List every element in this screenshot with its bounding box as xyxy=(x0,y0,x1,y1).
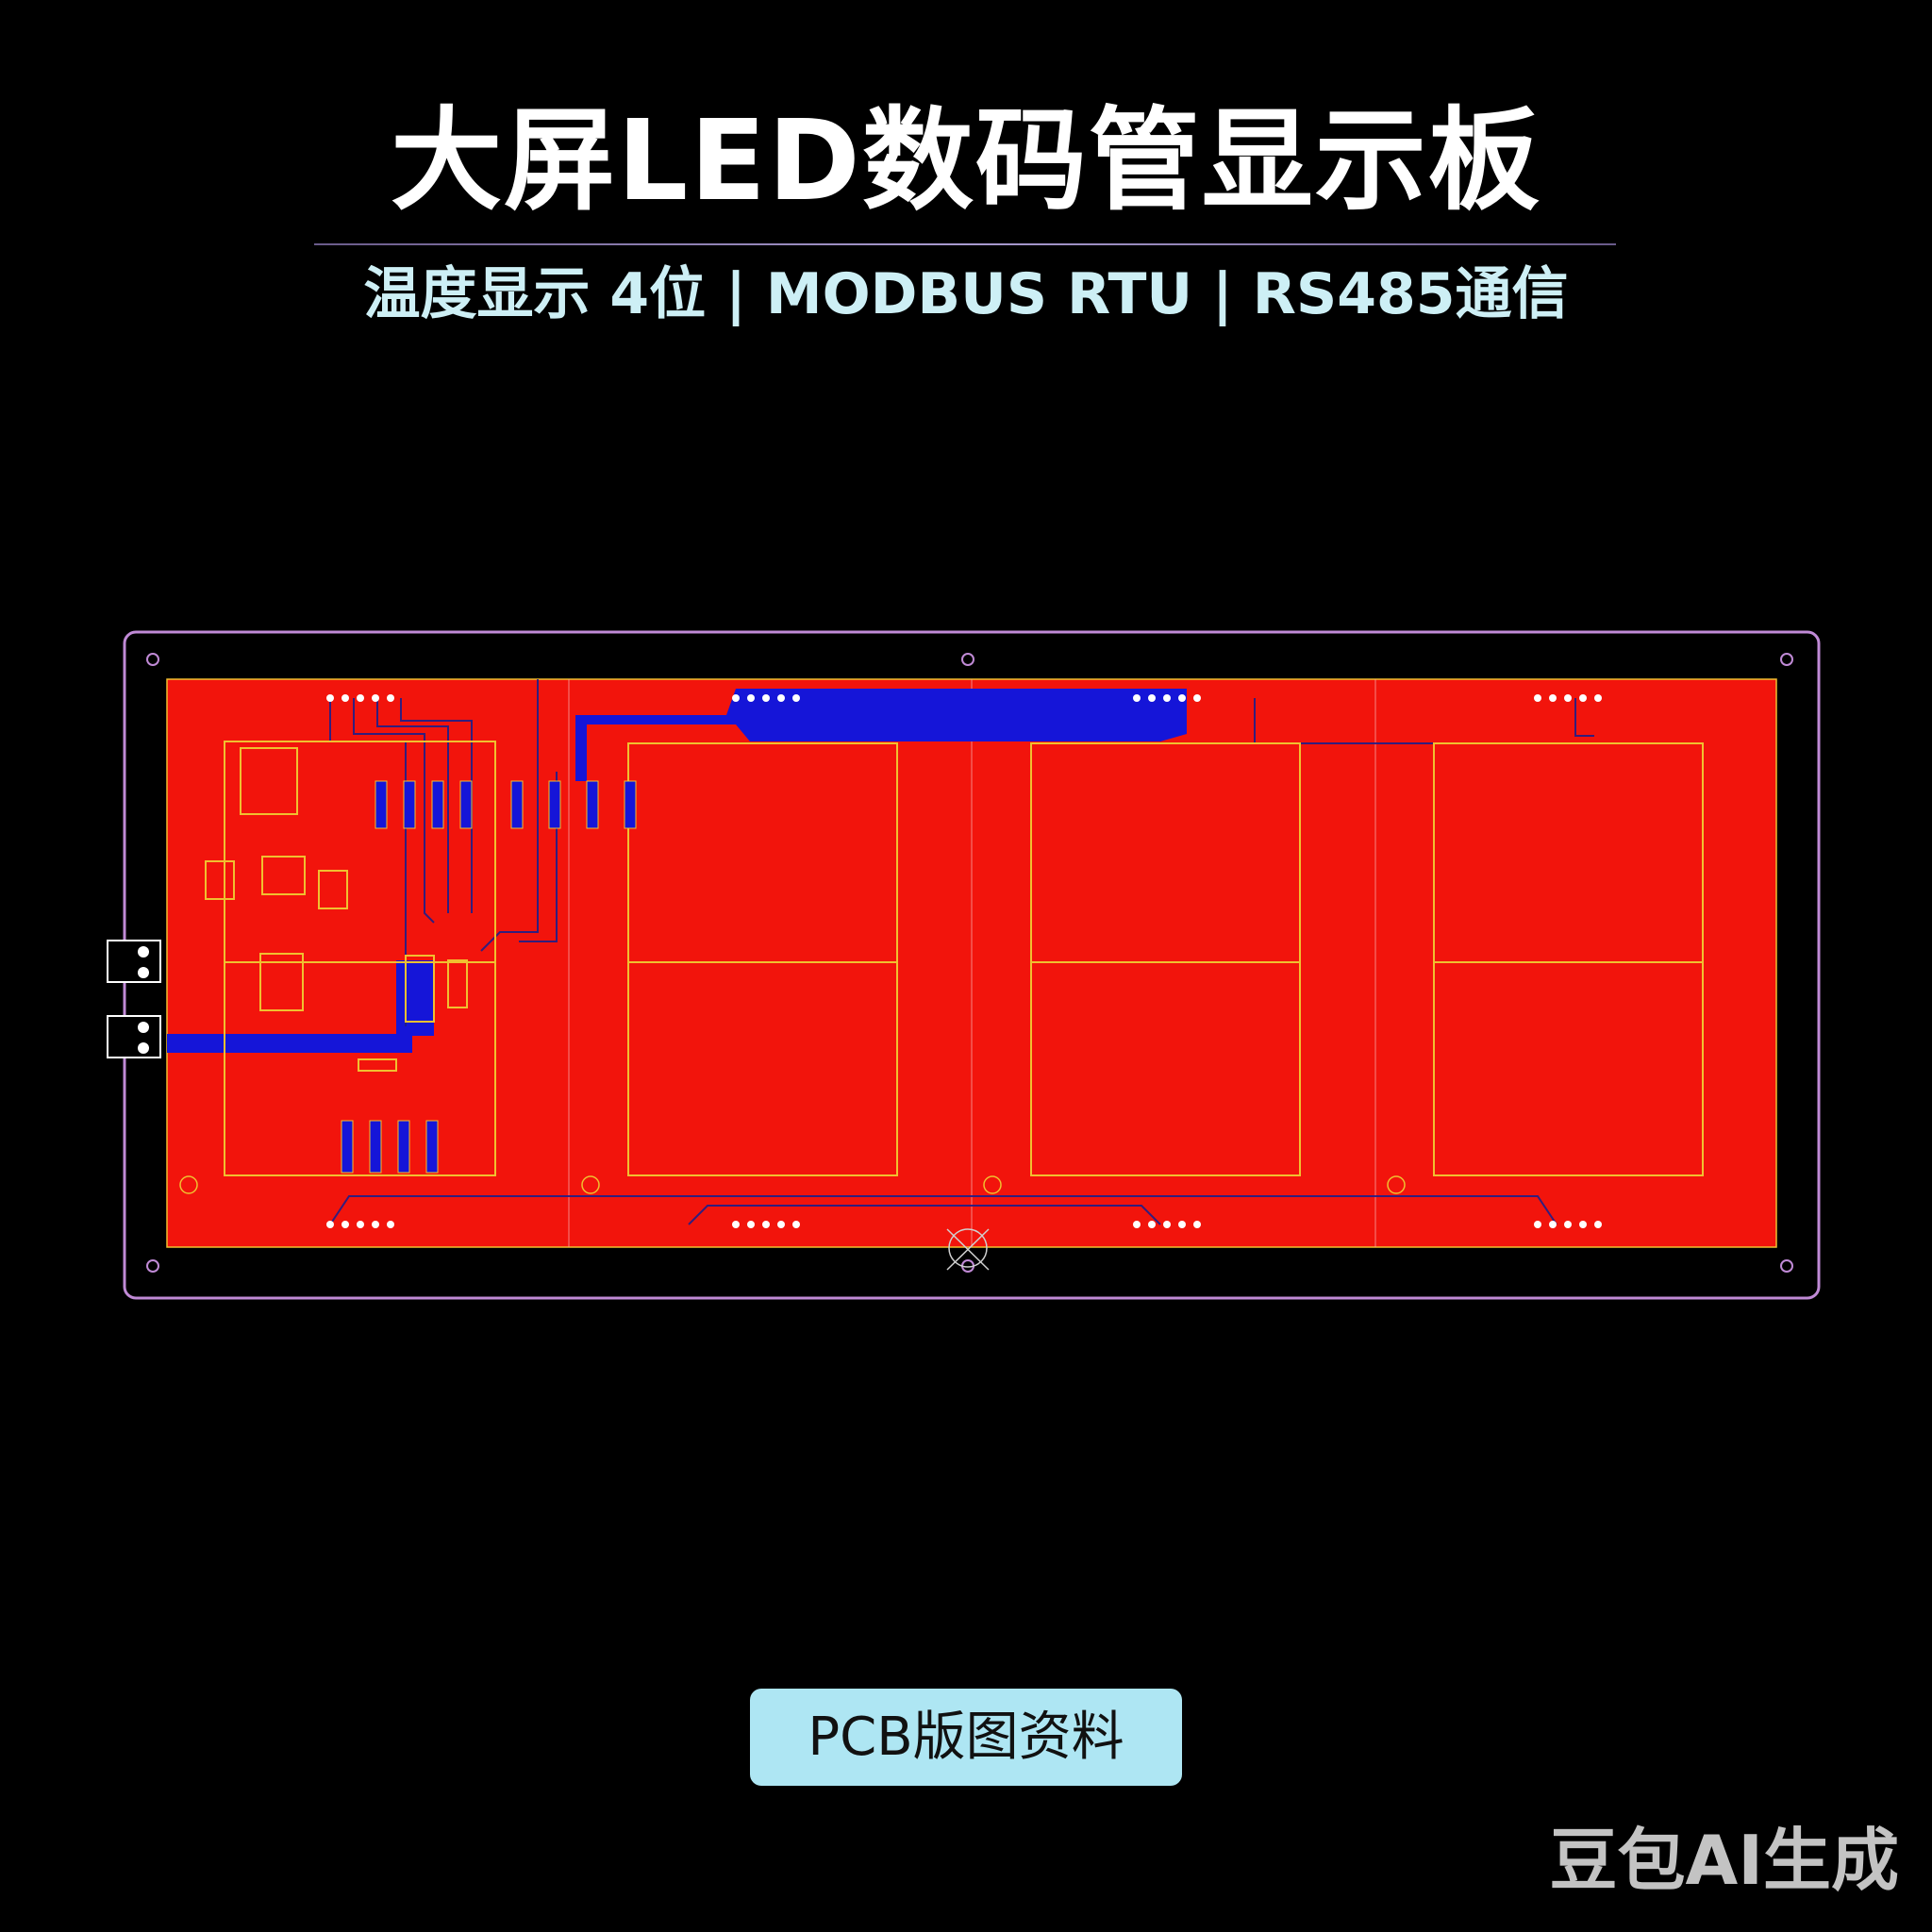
pcb-layout xyxy=(107,630,1821,1300)
fiducial-mark xyxy=(946,1228,990,1271)
control-components xyxy=(205,747,468,1072)
digit-outlines xyxy=(224,741,1704,1176)
ai-watermark: 豆包AI生成 xyxy=(1549,1821,1899,1900)
pcb-resource-badge: PCB版图资料 xyxy=(750,1689,1182,1786)
title-divider xyxy=(314,243,1616,245)
page-subtitle: 温度显示 4位 | MODBUS RTU | RS485通信 xyxy=(363,261,1569,327)
page-title: 大屏LED数码管显示板 xyxy=(391,95,1541,225)
bottom-traces xyxy=(167,689,1187,1053)
component-pads xyxy=(326,694,1602,1228)
connector-terminals xyxy=(107,940,161,1058)
